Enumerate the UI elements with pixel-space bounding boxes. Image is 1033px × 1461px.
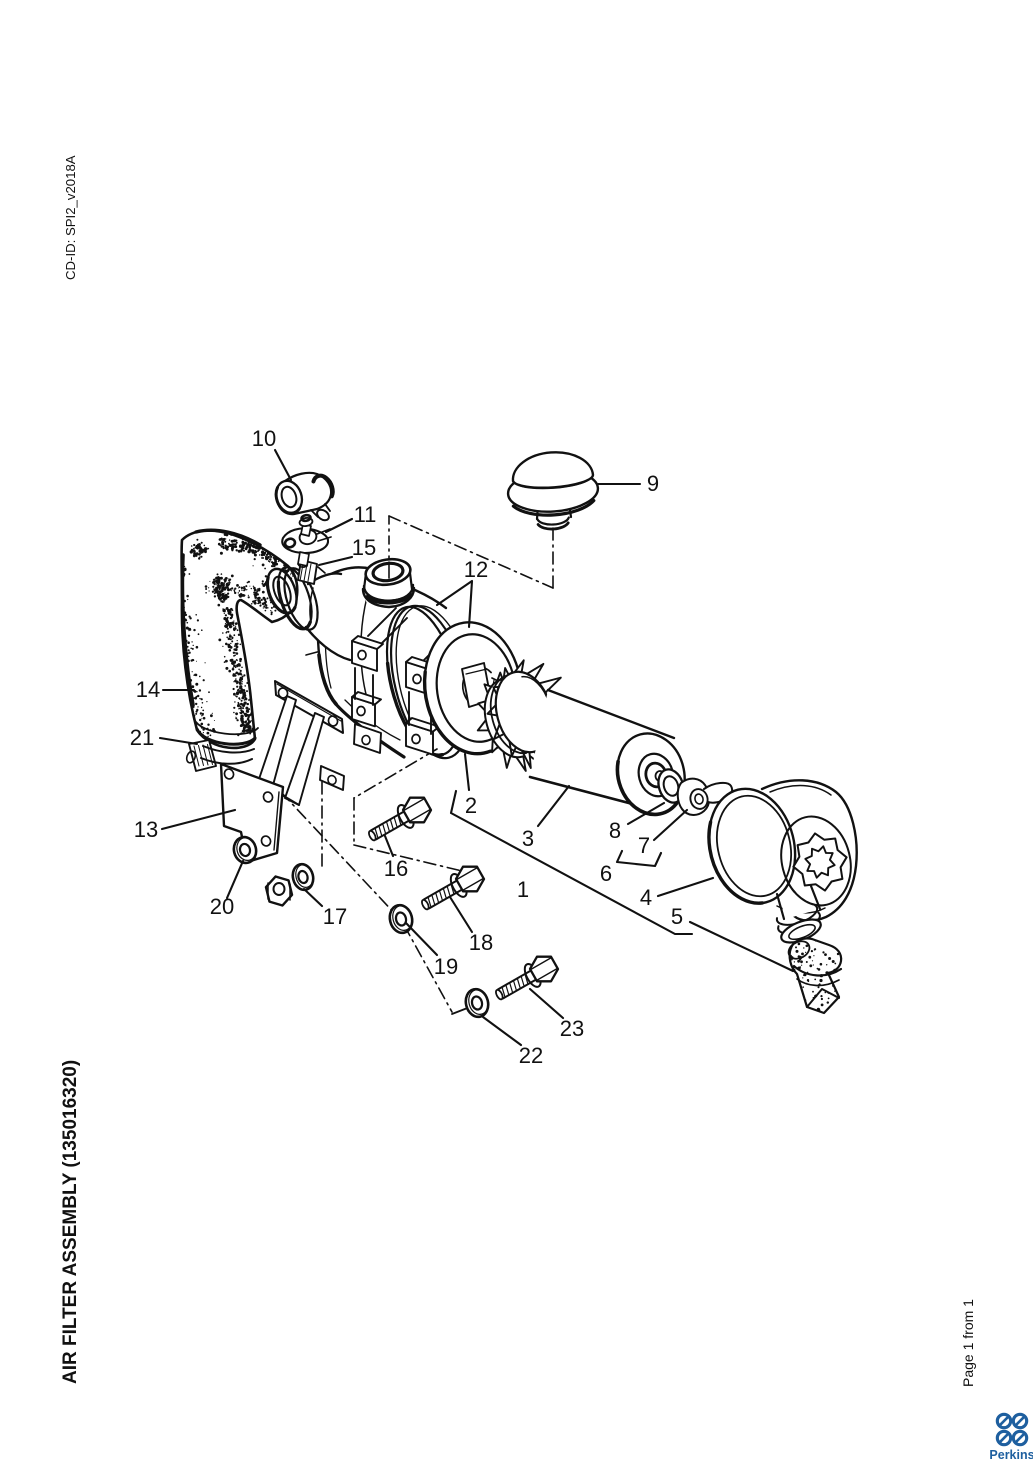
svg-text:Page 1 from 1: Page 1 from 1: [960, 1299, 976, 1387]
svg-text:CD-ID: SPI2_v2018A: CD-ID: SPI2_v2018A: [63, 155, 78, 280]
svg-text:7: 7: [638, 833, 650, 858]
svg-text:12: 12: [464, 557, 488, 582]
svg-text:2: 2: [465, 793, 477, 818]
svg-text:4: 4: [640, 885, 652, 910]
svg-text:Perkins: Perkins: [989, 1448, 1033, 1461]
svg-text:21: 21: [130, 725, 154, 750]
svg-text:6: 6: [600, 861, 612, 886]
svg-text:13: 13: [134, 817, 158, 842]
svg-text:19: 19: [434, 954, 458, 979]
svg-text:1: 1: [517, 877, 529, 902]
svg-text:3: 3: [522, 826, 534, 851]
svg-text:17: 17: [323, 904, 347, 929]
svg-text:16: 16: [384, 856, 408, 881]
svg-text:23: 23: [560, 1016, 584, 1041]
svg-text:18: 18: [469, 930, 493, 955]
svg-text:5: 5: [671, 904, 683, 929]
svg-text:11: 11: [354, 502, 377, 527]
svg-text:20: 20: [210, 894, 234, 919]
svg-text:AIR FILTER ASSEMBLY (135016320: AIR FILTER ASSEMBLY (135016320): [60, 1060, 81, 1384]
svg-text:10: 10: [252, 426, 276, 451]
svg-text:8: 8: [609, 818, 621, 843]
svg-text:15: 15: [352, 535, 376, 560]
svg-text:14: 14: [136, 677, 160, 702]
svg-text:22: 22: [519, 1043, 543, 1068]
svg-text:9: 9: [647, 471, 659, 496]
